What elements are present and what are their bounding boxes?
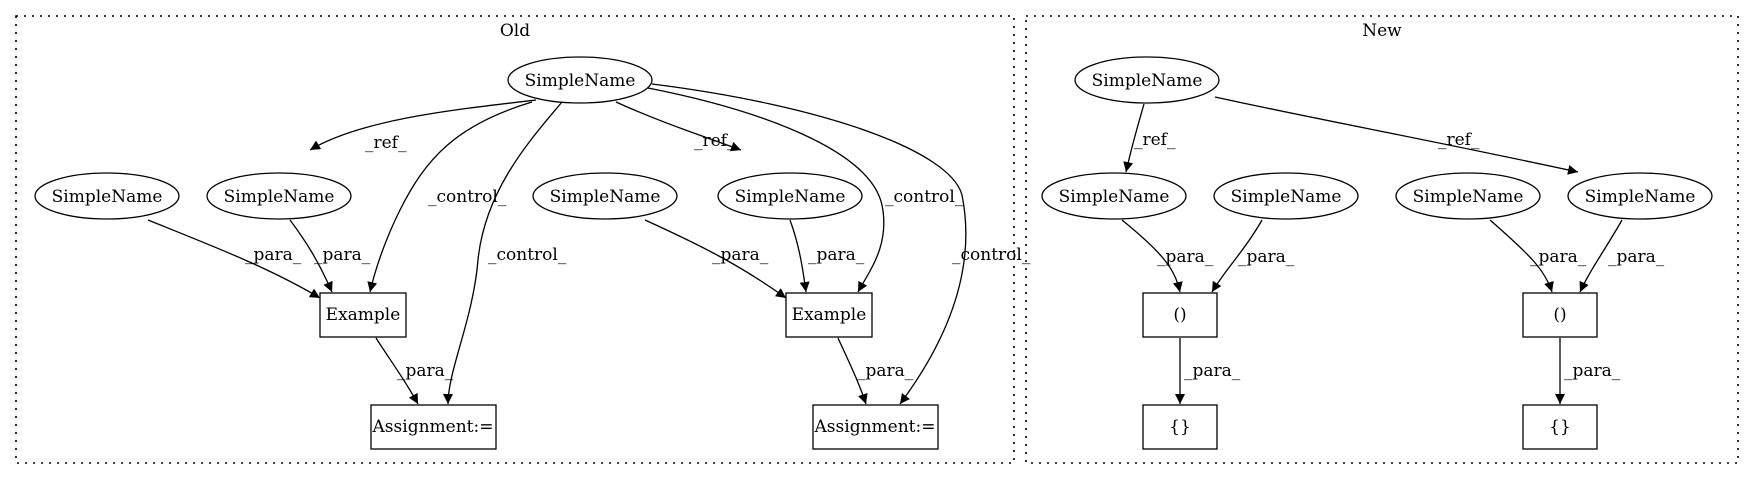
svg-text:(): () <box>1173 305 1186 325</box>
edge-old-control-assign2: _control_ <box>651 83 1031 405</box>
svg-text:SimpleName: SimpleName <box>1092 71 1203 91</box>
edge-old-para-ref1-example1: _para_ <box>289 219 371 293</box>
svg-text:_para_: _para_ <box>245 245 302 265</box>
svg-text:SimpleName: SimpleName <box>735 187 846 207</box>
svg-text:_ref_: _ref_ <box>1438 130 1480 150</box>
svg-text:_para_: _para_ <box>397 361 454 381</box>
edge-new-ref2: _ref_ <box>1214 96 1579 175</box>
new-node-simplename-ref1: SimpleName <box>1041 172 1187 220</box>
svg-text:Assignment:=: Assignment:= <box>372 417 494 437</box>
edge-new-para-c-paren2: _para_ <box>1489 219 1587 293</box>
svg-text:_para_: _para_ <box>314 245 371 265</box>
edge-old-control-assign1: _control_ <box>443 101 567 405</box>
svg-text:SimpleName: SimpleName <box>1231 187 1342 207</box>
new-node-simplename-c: SimpleName <box>1395 172 1541 220</box>
new-node-brace1: {} <box>1142 404 1218 450</box>
old-node-root-simplename: SimpleName <box>507 56 653 104</box>
edge-old-para-ref2-example2: _para_ <box>789 219 865 293</box>
old-node-assignment2: Assignment:= <box>812 404 939 450</box>
svg-text:_para_: _para_ <box>1184 361 1241 381</box>
svg-text:_ref_: _ref_ <box>1134 130 1176 150</box>
old-node-simplename-ref2: SimpleName <box>717 172 863 220</box>
new-node-paren1: () <box>1142 292 1218 338</box>
svg-text:Example: Example <box>792 305 867 325</box>
new-node-brace2: {} <box>1522 404 1598 450</box>
new-node-paren2: () <box>1522 292 1598 338</box>
new-node-simplename-b: SimpleName <box>1213 172 1359 220</box>
old-node-simplename-mid: SimpleName <box>532 172 678 220</box>
cluster-new-title: New <box>1362 21 1402 41</box>
new-node-simplename-ref2: SimpleName <box>1567 172 1713 220</box>
edge-old-control-example2: _control_ <box>647 87 964 293</box>
svg-text:Assignment:=: Assignment:= <box>814 417 936 437</box>
edge-new-para-paren2-brace2: _para_ <box>1555 338 1621 404</box>
edge-old-ref1: _ref_ <box>309 99 537 153</box>
svg-text:SimpleName: SimpleName <box>1585 187 1696 207</box>
svg-text:_control_: _control_ <box>488 245 567 265</box>
edge-new-ref1: _ref_ <box>1123 103 1176 173</box>
svg-text:SimpleName: SimpleName <box>550 187 661 207</box>
svg-text:_control_: _control_ <box>952 245 1031 265</box>
svg-text:_para_: _para_ <box>1608 247 1665 267</box>
svg-text:_ref_: _ref_ <box>365 133 407 153</box>
edge-old-para-left-example1: _para_ <box>147 219 321 299</box>
svg-text:_para_: _para_ <box>1238 247 1295 267</box>
new-node-root-simplename: SimpleName <box>1074 56 1220 104</box>
svg-text:SimpleName: SimpleName <box>52 187 163 207</box>
edge-new-para-ref1-paren1: _para_ <box>1121 219 1214 293</box>
edge-new-para-ref2-paren2: _para_ <box>1579 219 1665 293</box>
svg-text:_para_: _para_ <box>808 245 865 265</box>
edge-new-para-paren1-brace1: _para_ <box>1175 338 1241 404</box>
svg-text:SimpleName: SimpleName <box>1413 187 1524 207</box>
edge-old-para-mid-example2: _para_ <box>644 219 787 299</box>
svg-text:_ref_: _ref_ <box>694 131 736 151</box>
cluster-old <box>15 15 1015 464</box>
edge-old-para-example1-assign1: _para_ <box>375 337 454 405</box>
svg-text:_para_: _para_ <box>712 245 769 265</box>
old-node-example2: Example <box>785 292 873 338</box>
svg-text:_control_: _control_ <box>885 187 964 207</box>
old-node-simplename-left: SimpleName <box>34 172 180 220</box>
svg-text:SimpleName: SimpleName <box>1059 187 1170 207</box>
svg-text:SimpleName: SimpleName <box>224 187 335 207</box>
svg-text:Example: Example <box>326 305 401 325</box>
svg-text:_para_: _para_ <box>1157 247 1214 267</box>
edge-old-ref2: _ref_ <box>615 101 742 152</box>
svg-text:{}: {} <box>1549 417 1571 437</box>
svg-text:SimpleName: SimpleName <box>525 71 636 91</box>
svg-text:_para_: _para_ <box>1564 361 1621 381</box>
svg-text:(): () <box>1553 305 1566 325</box>
old-node-example1: Example <box>319 292 407 338</box>
svg-text:_para_: _para_ <box>1530 247 1587 267</box>
svg-text:{}: {} <box>1169 417 1191 437</box>
old-node-simplename-ref1: SimpleName <box>206 172 352 220</box>
edge-new-para-b-paren1: _para_ <box>1211 219 1295 293</box>
svg-text:_para_: _para_ <box>857 361 914 381</box>
cluster-old-title: Old <box>500 21 530 41</box>
old-node-assignment1: Assignment:= <box>370 404 497 450</box>
edge-old-control-example1: _control_ <box>367 101 533 293</box>
svg-text:_control_: _control_ <box>428 187 507 207</box>
edge-old-para-example2-assign2: _para_ <box>837 337 914 405</box>
